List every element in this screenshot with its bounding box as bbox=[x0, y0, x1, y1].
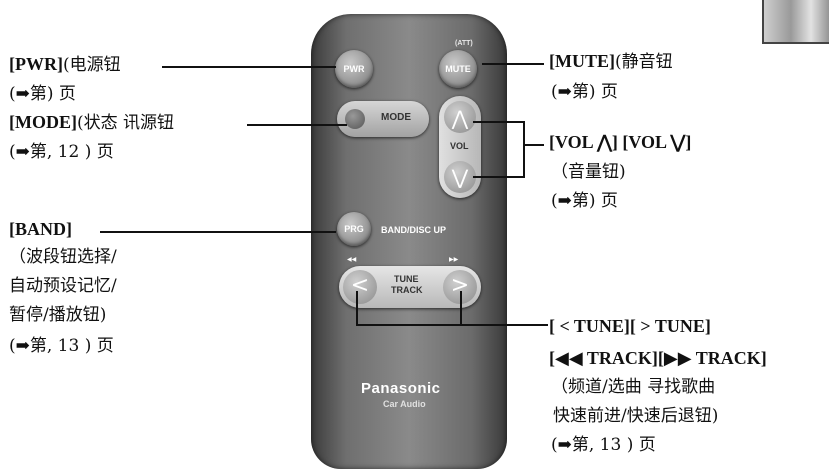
tune-left-button[interactable]: < bbox=[343, 270, 377, 304]
vol-down-button[interactable]: ⋁ bbox=[444, 161, 476, 193]
vol-ref: (➡第) 页 bbox=[551, 191, 618, 211]
vol-up-button[interactable]: ⋀ bbox=[444, 101, 476, 133]
pwr-tag: [PWR] bbox=[9, 54, 63, 74]
tune-label: TUNE bbox=[394, 274, 419, 284]
tune-label-group: [ < TUNE][ > TUNE] bbox=[549, 317, 711, 336]
track-label: TRACK bbox=[391, 285, 423, 295]
mode-ref: (➡第, 12 ) 页 bbox=[9, 142, 114, 162]
tune-text-2: 快速前进/快速后退钮) bbox=[553, 406, 719, 426]
mute-button[interactable]: MUTE bbox=[439, 50, 477, 88]
vol-tag: [VOL ⋀] [VOL ⋁] bbox=[549, 132, 692, 152]
brand-subtitle: Car Audio bbox=[383, 399, 426, 409]
vol-label: VOL bbox=[450, 141, 469, 151]
prg-button[interactable]: PRG bbox=[337, 212, 371, 246]
track-tag: [◀◀ TRACK][▶▶ TRACK] bbox=[549, 348, 767, 368]
brand-logo: Panasonic bbox=[361, 380, 441, 397]
leader-line-tune bbox=[460, 324, 548, 326]
vol-bracket-top bbox=[473, 121, 525, 123]
tune-ref: (➡第, 13 ) 页 bbox=[551, 435, 656, 455]
tune-text-1: （频道/选曲 寻找歌曲 bbox=[551, 377, 716, 397]
device-thumbnail bbox=[762, 0, 829, 44]
mute-text: (静音钮 bbox=[615, 52, 673, 72]
mode-button[interactable]: MODE bbox=[337, 101, 429, 137]
vol-bracket-side bbox=[523, 121, 525, 178]
band-tag: [BAND] bbox=[9, 219, 72, 239]
vol-bracket-bottom bbox=[473, 176, 525, 178]
pwr-button[interactable]: PWR bbox=[335, 50, 373, 88]
band-ref: (➡第, 13 ) 页 bbox=[9, 336, 114, 356]
vol-rocker: ⋀ VOL ⋁ bbox=[439, 96, 481, 198]
tune-bracket-bottom bbox=[356, 324, 460, 326]
leader-line-band bbox=[100, 231, 336, 233]
fast-forward-mark: ▶▶ bbox=[449, 257, 459, 263]
mode-label: [MODE](状态 讯源钮 bbox=[9, 113, 174, 132]
tune-bracket-left bbox=[356, 291, 358, 325]
band-text-1: （波段钮选择/ bbox=[9, 247, 117, 267]
track-label-group: [◀◀ TRACK][▶▶ TRACK] bbox=[549, 349, 767, 368]
mode-tag: [MODE] bbox=[9, 112, 77, 132]
pwr-text: (电源钮 bbox=[62, 55, 121, 75]
mode-button-label: MODE bbox=[381, 112, 411, 123]
vol-label-group: [VOL ⋀] [VOL ⋁] bbox=[549, 133, 691, 152]
leader-line-mute bbox=[482, 63, 544, 65]
pwr-ref: (➡第) 页 bbox=[9, 84, 76, 104]
mute-tag: [MUTE] bbox=[549, 51, 615, 71]
band-text-2: 自动预设记忆/ bbox=[9, 276, 117, 296]
remote-control: (ATT) PWR MUTE MODE ⋀ VOL ⋁ PRG BAND/DIS… bbox=[311, 14, 507, 469]
mode-text: (状态 讯源钮 bbox=[76, 113, 175, 133]
mode-button-dot bbox=[345, 109, 365, 129]
pwr-label: [PWR](电源钮 bbox=[9, 55, 121, 74]
mute-label: [MUTE](静音钮 bbox=[549, 52, 673, 71]
mute-ref: (➡第) 页 bbox=[551, 82, 618, 102]
rewind-mark: ◀◀ bbox=[347, 257, 357, 263]
tune-tag: [ < TUNE][ > TUNE] bbox=[549, 316, 711, 336]
tune-bracket-right bbox=[460, 291, 462, 325]
att-label: (ATT) bbox=[455, 40, 473, 47]
band-label: [BAND] bbox=[9, 220, 72, 239]
leader-line-pwr bbox=[162, 66, 336, 68]
vol-text: （音量钮) bbox=[551, 162, 626, 182]
band-disc-label: BAND/DISC UP bbox=[381, 225, 447, 235]
leader-line-mode bbox=[247, 124, 347, 126]
leader-line-vol bbox=[524, 144, 544, 146]
band-text-3: 暂停/播放钮) bbox=[9, 305, 107, 325]
